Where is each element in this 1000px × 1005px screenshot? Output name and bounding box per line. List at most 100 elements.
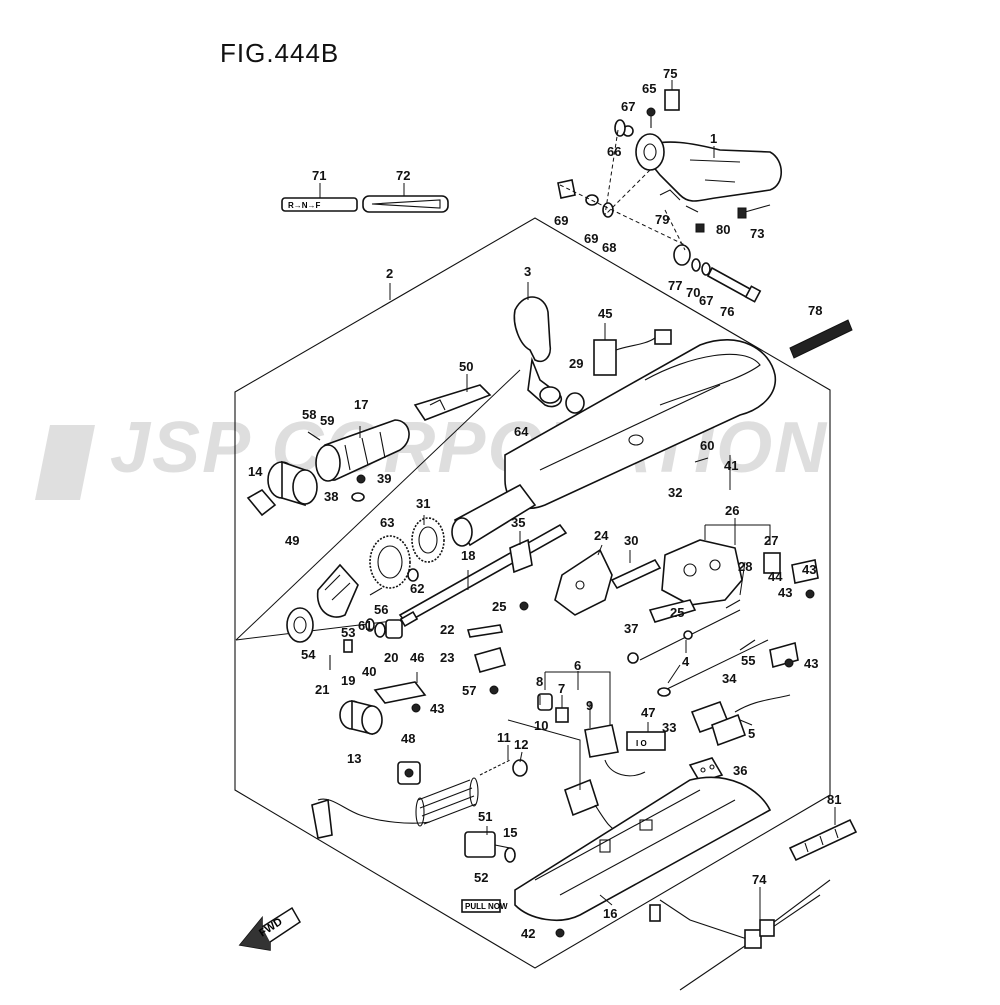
callout-23: 23 — [440, 650, 454, 665]
callout-81: 81 — [827, 792, 841, 807]
cylinder-part-13 — [339, 699, 383, 736]
washer-part-38 — [351, 492, 365, 502]
bracket-part-1 — [635, 133, 783, 202]
callout-19: 19 — [341, 673, 355, 688]
callout-67-b: 67 — [699, 293, 713, 308]
clamp-part-35 — [509, 538, 533, 574]
rod-part-4 — [639, 609, 741, 661]
callout-13: 13 — [347, 751, 361, 766]
callout-51: 51 — [478, 809, 492, 824]
callout-18: 18 — [461, 548, 475, 563]
callout-47: 47 — [641, 705, 655, 720]
frame-leader-upper — [235, 369, 521, 641]
callout-64: 64 — [514, 424, 529, 439]
clip-part-37 — [627, 652, 639, 664]
housing-part-16 — [514, 776, 772, 921]
callout-46: 46 — [410, 650, 424, 665]
callout-12: 12 — [514, 737, 528, 752]
callout-21: 21 — [315, 682, 329, 697]
callout-25-a: 25 — [492, 599, 506, 614]
figure-title: FIG.444B — [220, 38, 339, 68]
callout-34: 34 — [722, 671, 737, 686]
callout-31: 31 — [416, 496, 430, 511]
callout-3: 3 — [524, 264, 531, 279]
callout-57: 57 — [462, 683, 476, 698]
screw-part-43-a — [411, 703, 421, 713]
collar-part-49 — [267, 460, 318, 507]
callout-54: 54 — [301, 647, 316, 662]
callout-38: 38 — [324, 489, 338, 504]
decal-part-72 — [362, 195, 449, 213]
callout-6: 6 — [574, 658, 581, 673]
harness-part-5 — [690, 694, 791, 747]
callout-4: 4 — [682, 654, 690, 669]
washer-part-33 — [657, 687, 671, 697]
callout-36: 36 — [733, 763, 747, 778]
callout-60: 60 — [700, 438, 714, 453]
spring-part-28 — [725, 599, 741, 609]
shift-assembly-part-26 — [648, 539, 743, 623]
callout-50: 50 — [459, 359, 473, 374]
callout-10: 10 — [534, 718, 548, 733]
ring-part-61 — [365, 618, 375, 632]
callout-11: 11 — [497, 730, 511, 745]
callout-75: 75 — [663, 66, 677, 81]
decal-part-52: PULL NOW — [461, 899, 508, 913]
rod-part-81 — [788, 818, 858, 862]
callout-28: 28 — [738, 559, 752, 574]
shaft-part-64 — [451, 483, 537, 547]
decal-47-text: I O — [636, 739, 647, 748]
screw-part-65 — [646, 107, 656, 128]
assembly-frame — [234, 217, 831, 969]
callout-68: 68 — [602, 240, 616, 255]
actuator-part-24 — [554, 548, 613, 616]
callout-29: 29 — [569, 356, 583, 371]
washer-part-70 — [691, 258, 701, 272]
callout-74: 74 — [752, 872, 767, 887]
callout-63: 63 — [380, 515, 394, 530]
bracket-part-44 — [791, 559, 819, 584]
callout-56: 56 — [374, 602, 388, 617]
callout-58: 58 — [302, 407, 316, 422]
kill-switch-cylinder — [564, 778, 621, 833]
coil-spring — [415, 777, 479, 827]
ring-part-62 — [407, 568, 419, 582]
decal-71-text: R→N→F — [288, 201, 321, 210]
callout-44: 44 — [768, 569, 783, 584]
callout-26: 26 — [725, 503, 739, 518]
callout-61: 61 — [358, 618, 372, 633]
lever-part-3 — [513, 296, 563, 408]
screw-part-39 — [356, 474, 366, 484]
switch-parts-6 — [537, 693, 646, 777]
screw-part-80 — [695, 223, 705, 233]
ring-part-15 — [504, 847, 516, 863]
decal-part-71: R→N→F — [281, 197, 358, 212]
decal-part-47: I O — [626, 731, 666, 751]
callout-79: 79 — [655, 212, 669, 227]
callout-43-b: 43 — [778, 585, 792, 600]
callout-41: 41 — [724, 458, 738, 473]
callout-80: 80 — [716, 222, 730, 237]
callout-71: 71 — [312, 168, 326, 183]
lanyard-cord — [317, 798, 431, 824]
plate-part-22 — [466, 624, 504, 638]
ring-part-66 — [614, 119, 626, 137]
fwd-direction-arrow: FWD — [238, 906, 301, 951]
callout-42: 42 — [521, 926, 535, 941]
callout-25-b: 25 — [670, 605, 684, 620]
callout-16: 16 — [603, 906, 617, 921]
callout-9: 9 — [586, 698, 593, 713]
screw-part-57 — [489, 685, 499, 695]
callout-53: 53 — [341, 625, 355, 640]
callout-65: 65 — [642, 81, 656, 96]
ring-part-40 — [374, 622, 386, 638]
screw-part-25 — [519, 601, 529, 611]
callout-76: 76 — [720, 304, 734, 319]
bushing-part-19 — [343, 639, 353, 653]
screw-part-43-c — [784, 658, 794, 668]
switch-part-51 — [464, 831, 511, 858]
bracket-part-46 — [373, 681, 427, 704]
bolt-part-76 — [706, 266, 762, 303]
